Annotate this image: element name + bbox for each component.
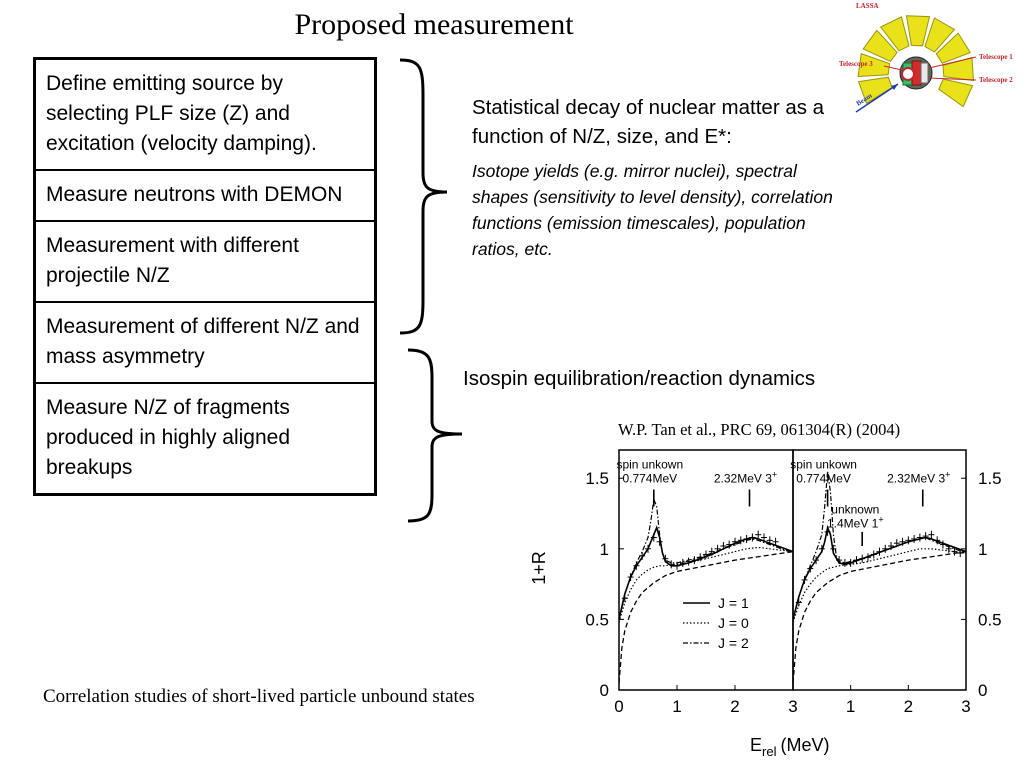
- curve-dotted: [618, 546, 794, 623]
- curve-dashdot: [792, 471, 967, 620]
- detector-segment: [935, 32, 972, 64]
- x-axis-title-sub: rel: [762, 744, 777, 759]
- legend-label: J = 2: [718, 635, 749, 651]
- peak-annotation: spin unkown: [790, 457, 857, 471]
- step-mass-asymmetry: Measurement of different N/Z and mass as…: [36, 303, 374, 384]
- curve-dashed: [792, 550, 967, 683]
- y-tick-label-right: 1.5: [978, 469, 1002, 488]
- telescope-2-label: Telescope 2: [979, 76, 1013, 84]
- y-tick-label-right: 0: [978, 681, 987, 700]
- peak-annotation: 0.774MeV: [622, 471, 677, 485]
- detector-segment: [862, 29, 898, 63]
- x-tick-label: 2: [904, 697, 913, 716]
- telescope-3-label: Telescope 3: [839, 60, 873, 68]
- curve-solid: [618, 525, 794, 620]
- curve-solid: [792, 524, 967, 620]
- x-axis-title: Erel(MeV): [750, 735, 829, 759]
- detector-segment: [938, 78, 974, 108]
- x-axis-title-main: E: [750, 735, 762, 755]
- peak-annotation: 1.4MeV 1+: [827, 515, 884, 531]
- x-tick-label: 3: [961, 697, 970, 716]
- y-tick-label-right: 0.5: [978, 610, 1002, 629]
- statistical-decay-details: Isotope yields (e.g. mirror nuclei), spe…: [472, 161, 833, 259]
- y-tick-label-left: 1: [600, 540, 609, 559]
- beam-line: [855, 83, 899, 113]
- telescope-white: [920, 62, 929, 84]
- target-ring: [901, 67, 915, 81]
- y-tick-label-right: 1: [978, 540, 987, 559]
- y-tick-label-left: 1.5: [585, 469, 609, 488]
- x-tick-label: 1: [846, 697, 855, 716]
- lassa-detector-figure: LASSA Telescope 1 Telescope 2 Telescope …: [839, 2, 1013, 113]
- statistical-decay-heading: Statistical decay of nuclear matter as a…: [472, 96, 825, 148]
- peak-annotation: 0.774MeV: [796, 471, 851, 485]
- detector-segment: [879, 16, 910, 52]
- y-tick-label-left: 0.5: [585, 610, 609, 629]
- legend-label: J = 0: [718, 615, 749, 631]
- y-axis-title: 1+R: [529, 551, 549, 585]
- right-brace-upper: [399, 58, 448, 335]
- correlation-studies-note: Correlation studies of short-lived parti…: [43, 686, 475, 707]
- detector-segments: [857, 15, 975, 108]
- curve-dashdot: [618, 497, 794, 620]
- citation: W.P. Tan et al., PRC 69, 061304(R) (2004…: [618, 420, 901, 439]
- step-projectile-nz: Measurement with different projectile N/…: [36, 222, 374, 303]
- lassa-label: LASSA: [856, 2, 879, 10]
- peak-annotation: 2.32MeV 3+: [714, 469, 777, 485]
- detector-segment: [857, 76, 893, 105]
- telescope-1-label: Telescope 1: [979, 53, 1013, 61]
- plot-panel-frame: [618, 449, 794, 691]
- y-tick-label-left: 0: [600, 681, 609, 700]
- peak-annotation: 2.32MeV 3+: [887, 469, 950, 485]
- x-tick-label: 1: [672, 697, 681, 716]
- x-axis-title-unit: (MeV): [780, 735, 829, 755]
- legend-label: J = 1: [718, 595, 749, 611]
- annotation-superscript: +: [878, 515, 883, 525]
- step-define-source: Define emitting source by selecting PLF …: [36, 60, 374, 171]
- step-fragment-nz: Measure N/Z of fragments produced in hig…: [46, 396, 291, 479]
- plot-panel-frame: [792, 449, 967, 691]
- x-tick-label: 2: [730, 697, 739, 716]
- peak-annotation: spin unkown: [616, 457, 683, 471]
- measurement-steps-table: Define emitting source by selecting PLF …: [33, 57, 377, 496]
- slide-title: Proposed measurement: [294, 8, 574, 41]
- curve-dashed: [618, 550, 794, 683]
- right-brace-lower: [407, 348, 463, 523]
- x-tick-label: 0: [614, 697, 623, 716]
- annotation-superscript: +: [772, 469, 777, 479]
- annotation-superscript: +: [945, 469, 950, 479]
- step-measure-neutrons: Measure neutrons with DEMON: [36, 171, 374, 222]
- detector-segment: [924, 17, 956, 53]
- isospin-label: Isospin equilibration/reaction dynamics: [463, 367, 816, 390]
- peak-annotation: unknown: [831, 503, 879, 517]
- detector-segment: [905, 15, 931, 47]
- x-tick-label: 3: [788, 697, 797, 716]
